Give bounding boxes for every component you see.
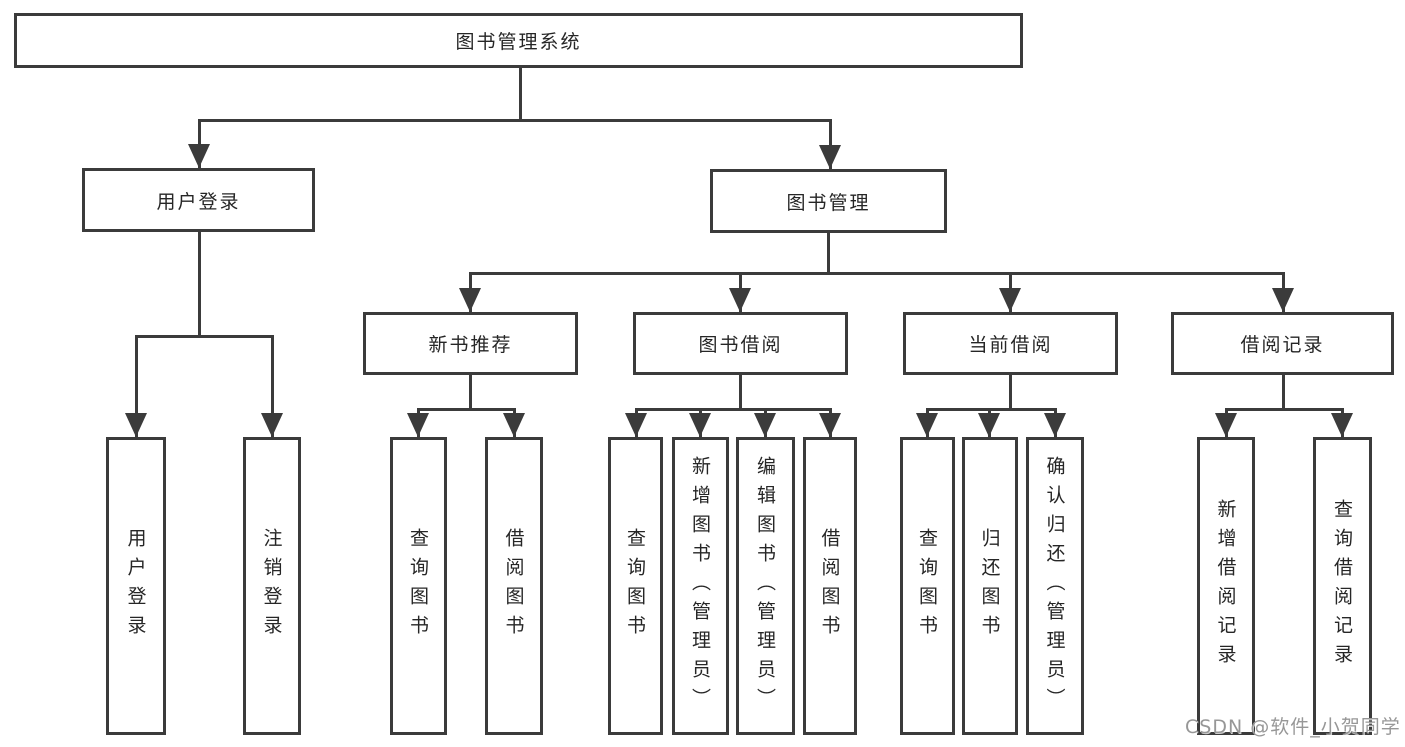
connector xyxy=(469,375,472,408)
node-book-borrow: 图书借阅 xyxy=(633,312,848,375)
arrow-down-icon xyxy=(729,288,751,312)
node-borrow-records: 借阅记录 xyxy=(1171,312,1394,375)
connector xyxy=(198,119,832,122)
arrow-down-icon xyxy=(503,413,525,437)
arrow-down-icon xyxy=(1215,413,1237,437)
node-new-book-recommend: 新书推荐 xyxy=(363,312,578,375)
arrow-down-icon xyxy=(625,413,647,437)
connector xyxy=(1225,408,1344,411)
connector xyxy=(635,408,832,411)
arrow-down-icon xyxy=(754,413,776,437)
connector xyxy=(739,375,742,408)
arrow-down-icon xyxy=(819,145,841,169)
connector xyxy=(271,335,274,437)
arrow-down-icon xyxy=(407,413,429,437)
arrow-down-icon xyxy=(978,413,1000,437)
csdn-watermark: CSDN @软件_小贺同学 xyxy=(1185,716,1401,738)
arrow-down-icon xyxy=(125,413,147,437)
node-root-system: 图书管理系统 xyxy=(14,13,1023,68)
leaf-user-login: 用户登录 xyxy=(106,437,166,735)
arrow-down-icon xyxy=(999,288,1021,312)
connector xyxy=(135,335,274,338)
connector xyxy=(827,233,830,272)
connector xyxy=(198,119,201,168)
arrow-down-icon xyxy=(689,413,711,437)
leaf-query-books-2: 查询图书 xyxy=(608,437,663,735)
leaf-add-books-admin: 新增图书（管理员） xyxy=(672,437,729,735)
connector xyxy=(417,408,516,411)
connector xyxy=(926,408,1057,411)
connector xyxy=(829,119,832,169)
connector xyxy=(519,68,522,119)
leaf-query-books-3: 查询图书 xyxy=(900,437,955,735)
arrow-down-icon xyxy=(188,144,210,168)
leaf-borrow-books-1: 借阅图书 xyxy=(485,437,543,735)
leaf-add-borrow-record: 新增借阅记录 xyxy=(1197,437,1255,735)
arrow-down-icon xyxy=(261,413,283,437)
leaf-confirm-return-admin: 确认归还（管理员） xyxy=(1026,437,1084,735)
arrow-down-icon xyxy=(459,288,481,312)
node-user-login: 用户登录 xyxy=(82,168,315,232)
arrow-down-icon xyxy=(1331,413,1353,437)
node-book-management: 图书管理 xyxy=(710,169,947,233)
leaf-edit-books-admin: 编辑图书（管理员） xyxy=(736,437,795,735)
connector xyxy=(1009,375,1012,408)
leaf-logout: 注销登录 xyxy=(243,437,301,735)
node-current-borrow: 当前借阅 xyxy=(903,312,1118,375)
arrow-down-icon xyxy=(1272,288,1294,312)
leaf-borrow-books-2: 借阅图书 xyxy=(803,437,857,735)
arrow-down-icon xyxy=(1044,413,1066,437)
leaf-query-books-1: 查询图书 xyxy=(390,437,447,735)
arrow-down-icon xyxy=(916,413,938,437)
connector xyxy=(198,232,201,335)
connector xyxy=(135,335,138,437)
connector xyxy=(469,272,1285,275)
arrow-down-icon xyxy=(819,413,841,437)
leaf-query-borrow-record: 查询借阅记录 xyxy=(1313,437,1372,735)
connector xyxy=(1282,375,1285,408)
leaf-return-books: 归还图书 xyxy=(962,437,1018,735)
